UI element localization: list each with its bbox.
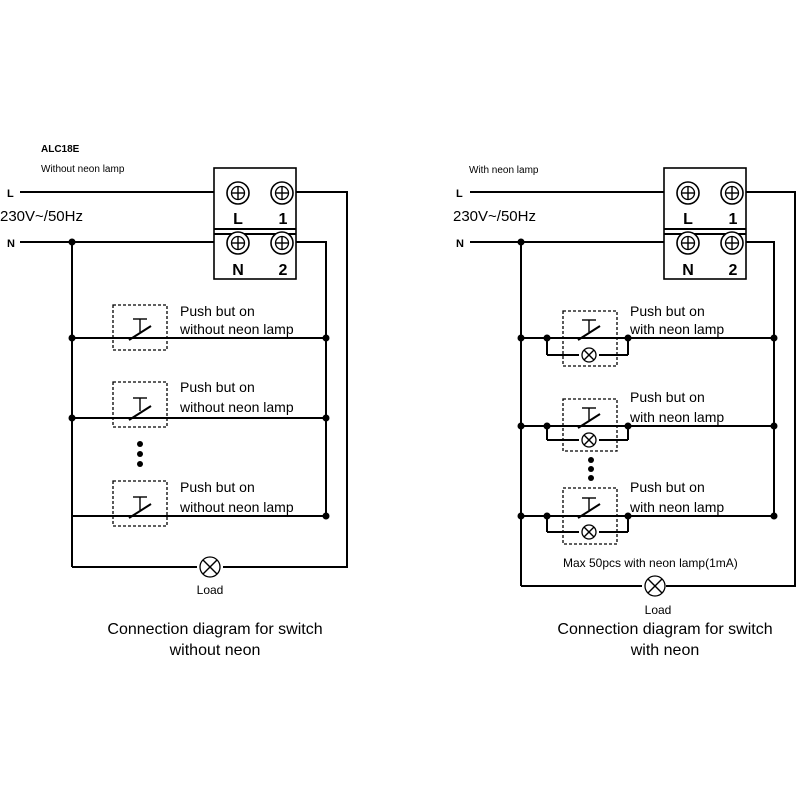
- left-terminal-label-2: 2: [279, 262, 288, 279]
- right-terminal-block: L 1 N 2: [663, 167, 747, 280]
- right-terminal-screw-N: [676, 231, 700, 255]
- left-terminal-screw-N: [226, 231, 250, 255]
- right-push-button-with-neon: [521, 398, 774, 452]
- right-diagram: With neon lamp L 230V~/50Hz N: [453, 165, 796, 659]
- left-load-label: Load: [197, 583, 224, 597]
- right-neon-lamp-icon: [581, 432, 597, 448]
- left-terminal-label-1: 1: [279, 211, 288, 228]
- right-max-note: Max 50pcs with neon lamp(1mA): [563, 556, 738, 570]
- right-push-button-with-neon: [521, 310, 774, 367]
- right-caption-line2: with neon: [630, 642, 700, 659]
- right-neon-lamp-icon: [581, 347, 597, 363]
- right-subtitle: With neon lamp: [469, 165, 539, 176]
- left-push-button: [72, 480, 326, 527]
- left-diagram: ALC18E Without neon lamp L 230V~/50Hz N: [0, 144, 348, 659]
- right-push-button-with-neon: [521, 487, 774, 545]
- right-button-3-label-line1: Push but on: [630, 479, 705, 495]
- left-line-label: L: [7, 188, 14, 200]
- right-line-label: L: [456, 188, 463, 200]
- right-terminal-label-1: 1: [729, 211, 738, 228]
- left-button-3-label-line1: Push but on: [180, 479, 255, 495]
- left-push-button: [72, 304, 326, 351]
- right-load-label: Load: [645, 603, 672, 617]
- left-neutral-label: N: [7, 238, 15, 250]
- right-terminal-label-L: L: [683, 211, 693, 228]
- left-subtitle: Without neon lamp: [41, 164, 125, 175]
- right-caption-line1: Connection diagram for switch: [557, 621, 772, 638]
- left-terminal-screw-2: [270, 231, 294, 255]
- right-terminal-label-2: 2: [729, 262, 738, 279]
- left-caption-line2: without neon: [169, 642, 261, 659]
- left-terminal-screw-1: [270, 181, 294, 205]
- right-neon-lamp-icon: [581, 524, 597, 540]
- right-voltage-label: 230V~/50Hz: [453, 208, 536, 225]
- left-caption-line1: Connection diagram for switch: [107, 621, 322, 638]
- left-button-1-label-line2: without neon lamp: [179, 321, 294, 337]
- left-terminal-block: L 1 N 2: [213, 167, 297, 280]
- left-terminal-label-L: L: [233, 211, 243, 228]
- right-button-1-label-line1: Push but on: [630, 303, 705, 319]
- left-button-2-label-line1: Push but on: [180, 379, 255, 395]
- left-button-3-label-line2: without neon lamp: [179, 499, 294, 515]
- right-button-1-label-line2: with neon lamp: [629, 321, 724, 337]
- right-ellipsis-dots: [588, 457, 594, 481]
- right-load-lamp-icon: [644, 575, 666, 597]
- right-neutral-label: N: [456, 238, 464, 250]
- right-terminal-label-N: N: [682, 262, 694, 279]
- left-terminal-screw-L: [226, 181, 250, 205]
- right-terminal-screw-1: [720, 181, 744, 205]
- left-ellipsis-dots: [137, 441, 143, 467]
- right-terminal-screw-2: [720, 231, 744, 255]
- left-voltage-label: 230V~/50Hz: [0, 208, 83, 225]
- left-push-button: [72, 381, 326, 428]
- left-terminal-label-N: N: [232, 262, 244, 279]
- left-button-1-label-line1: Push but on: [180, 303, 255, 319]
- left-button-2-label-line2: without neon lamp: [179, 399, 294, 415]
- right-button-3-label-line2: with neon lamp: [629, 499, 724, 515]
- right-junctions: [517, 238, 778, 520]
- right-button-2-label-line2: with neon lamp: [629, 409, 724, 425]
- left-junctions: [68, 238, 330, 520]
- right-button-2-label-line1: Push but on: [630, 389, 705, 405]
- right-terminal-screw-L: [676, 181, 700, 205]
- left-model-label: ALC18E: [41, 144, 80, 155]
- left-load-lamp-icon: [199, 556, 221, 578]
